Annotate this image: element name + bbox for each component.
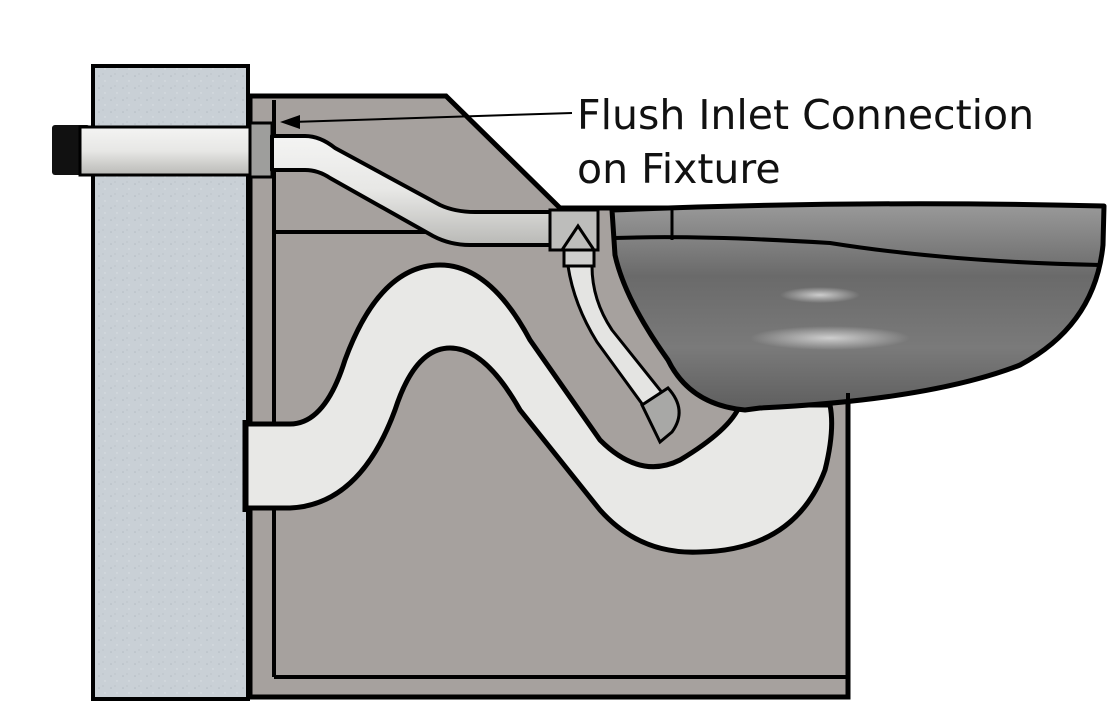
callout-leader xyxy=(280,112,573,129)
tee-fitting xyxy=(548,208,600,268)
callout-label-line1: Flush Inlet Connection xyxy=(577,91,1035,139)
callout-label-line2: on Fixture xyxy=(577,145,781,193)
rinse-tube xyxy=(566,264,681,445)
flush-inlet-connection xyxy=(248,121,274,179)
supply-pipe xyxy=(52,125,254,177)
bowl xyxy=(609,201,1107,415)
trap-pipe xyxy=(242,262,835,555)
